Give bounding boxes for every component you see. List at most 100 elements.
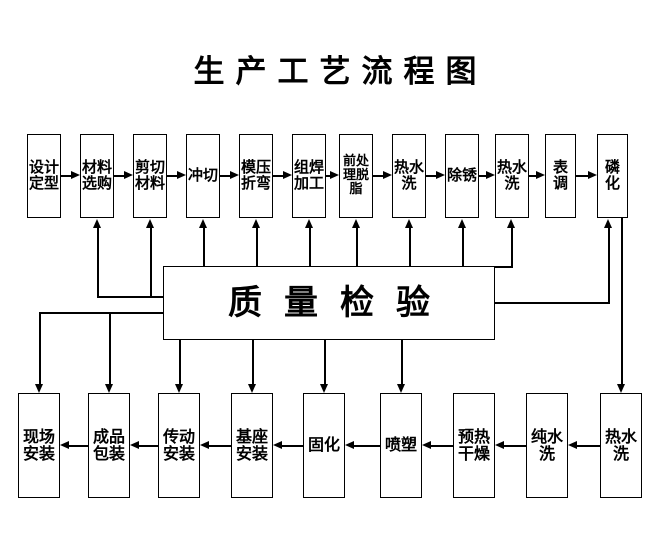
process-node-powder-coating[interactable]: 喷塑 [380,393,422,498]
edge-line-top-10 [529,175,536,177]
edge-line-bottom-4 [282,445,303,447]
edge-line-bottom-2 [139,445,158,447]
process-node-phosphating[interactable]: 磷化 [597,134,628,218]
node-label: 固化 [307,435,340,455]
edge-line-bottom-8 [577,445,600,447]
edge-arrow-bottom-4 [273,440,282,449]
edge-line-bottom-6 [431,445,453,447]
edge-arrow-top-4 [230,170,239,179]
process-node-base-installation[interactable]: 基座安装 [231,393,273,498]
edge-arrow-qc-down-curing [319,384,328,393]
edge-arrow-qc-down-powder-coating [396,384,405,393]
node-label: 热水洗 [393,158,424,192]
edge-line-bottom-3 [209,445,231,447]
edge-arrow-qc-up-derusting [457,219,466,228]
edge-route-qc-to-hww2 [495,266,513,268]
edge-arrow-bottom-1 [60,440,69,449]
process-node-surface-conditioning[interactable]: 表调 [545,134,576,218]
process-node-hot-water-wash-2[interactable]: 热水洗 [495,134,529,218]
process-node-material-cutting[interactable]: 剪切材料 [133,134,167,218]
edge-arrow-top-6 [330,170,339,179]
node-label: 冲切 [187,166,218,185]
edge-arrow-top-11 [588,170,597,179]
edge-arrow-qc-up-press-bending [251,219,260,228]
edge-arrow-qc-up-punching [198,219,207,228]
process-node-press-bending[interactable]: 模压折弯 [239,134,273,218]
edge-arrow-qc-down-base-installation [247,384,256,393]
process-node-pure-water-wash[interactable]: 纯水洗 [526,393,568,498]
node-label: 现场安装 [22,426,55,463]
edge-line-top-1 [61,175,71,177]
process-node-preheat-drying[interactable]: 预热干燥 [453,393,495,498]
edge-line-bottom-1 [69,445,88,447]
edge-line-top-5 [273,175,283,177]
process-node-onsite-installation[interactable]: 现场安装 [18,393,60,498]
edge-line-qc-down-base-installation [252,340,254,384]
edge-route-qc-right-phosphating [495,302,610,304]
node-label: 磷化 [604,158,620,192]
edge-arrow-bottom-8 [568,440,577,449]
edge-line-qc-down-powder-coating [401,340,403,384]
process-node-hot-water-wash-3[interactable]: 热水洗 [600,393,642,498]
edge-line-top-8 [426,175,436,177]
node-label: 表调 [552,158,568,192]
edge-line-qc-up-material-cutting [150,228,152,296]
process-node-transmission-installation[interactable]: 传动安装 [158,393,200,498]
edge-arrow-qc-down-onsite-installation [34,384,43,393]
edge-line-qc-up-press-bending [256,228,258,266]
edge-arrow-qc-up-hot-water-wash-2 [506,219,515,228]
edge-arrow-bottom-2 [130,440,139,449]
node-label: 成品包装 [92,426,125,463]
node-label: 预热干燥 [457,426,490,463]
edge-arrow-top-3 [177,170,186,179]
process-node-hot-water-wash-1[interactable]: 热水洗 [392,134,426,218]
edge-line-qc-up-weld-assembly [309,228,311,266]
process-node-pretreat-degrease[interactable]: 前处理脱脂 [339,134,373,218]
edge-line-qc-up-phosphating [608,228,610,302]
edge-arrow-top-10 [536,170,545,179]
node-label: 剪切材料 [134,158,165,192]
edge-line-qc-down-curing [324,340,326,384]
process-node-finished-packaging[interactable]: 成品包装 [88,393,130,498]
node-label: 组焊加工 [293,158,324,192]
node-label: 纯水洗 [530,426,563,463]
edge-line-qc-down-transmission-installation [179,340,181,384]
edge-line-top-11 [576,175,588,177]
edge-line-top-6 [326,175,330,177]
edge-line-top-9 [479,175,486,177]
node-label: 模压折弯 [240,158,271,192]
edge-route-qc-left-upper [97,296,163,298]
edge-arrow-top-1 [71,170,80,179]
process-node-design-finalization[interactable]: 设计定型 [27,134,61,218]
edge-line-bottom-5 [354,445,380,447]
node-label: 除锈 [446,166,477,185]
process-node-derusting[interactable]: 除锈 [445,134,479,218]
edge-line-qc-up-punching [203,228,205,266]
edge-arrow-phosphating-to-hww3 [616,384,625,393]
quality-inspection-node[interactable]: 质量检验 [163,266,495,340]
process-node-curing[interactable]: 固化 [303,393,345,498]
node-label: 质量检验 [228,282,452,323]
node-label: 传动安装 [162,426,195,463]
edge-line-qc-up-material-purchase [97,228,99,296]
node-label: 材料选购 [81,158,112,192]
edge-arrow-top-9 [486,170,495,179]
edge-arrow-top-2 [124,170,133,179]
edge-arrow-qc-up-pretreat-degrease [351,219,360,228]
process-node-weld-assembly[interactable]: 组焊加工 [292,134,326,218]
process-node-punching[interactable]: 冲切 [186,134,220,218]
edge-line-qc-up-hot-water-wash-2 [511,228,513,266]
edge-arrow-bottom-7 [495,440,504,449]
process-node-material-purchase[interactable]: 材料选购 [80,134,114,218]
edge-line-top-7 [373,175,383,177]
edge-line-qc-up-derusting [462,228,464,266]
edge-line-qc-down-onsite-installation [39,312,41,384]
edge-route-qc-left-lower [39,312,163,314]
edge-line-qc-up-pretreat-degrease [356,228,358,266]
edge-line-qc-up-hot-water-wash-1 [409,228,411,266]
edge-line-top-2 [114,175,124,177]
node-label: 基座安装 [235,426,268,463]
edge-arrow-qc-down-transmission-installation [174,384,183,393]
edge-arrow-qc-down-finished-packaging [104,384,113,393]
